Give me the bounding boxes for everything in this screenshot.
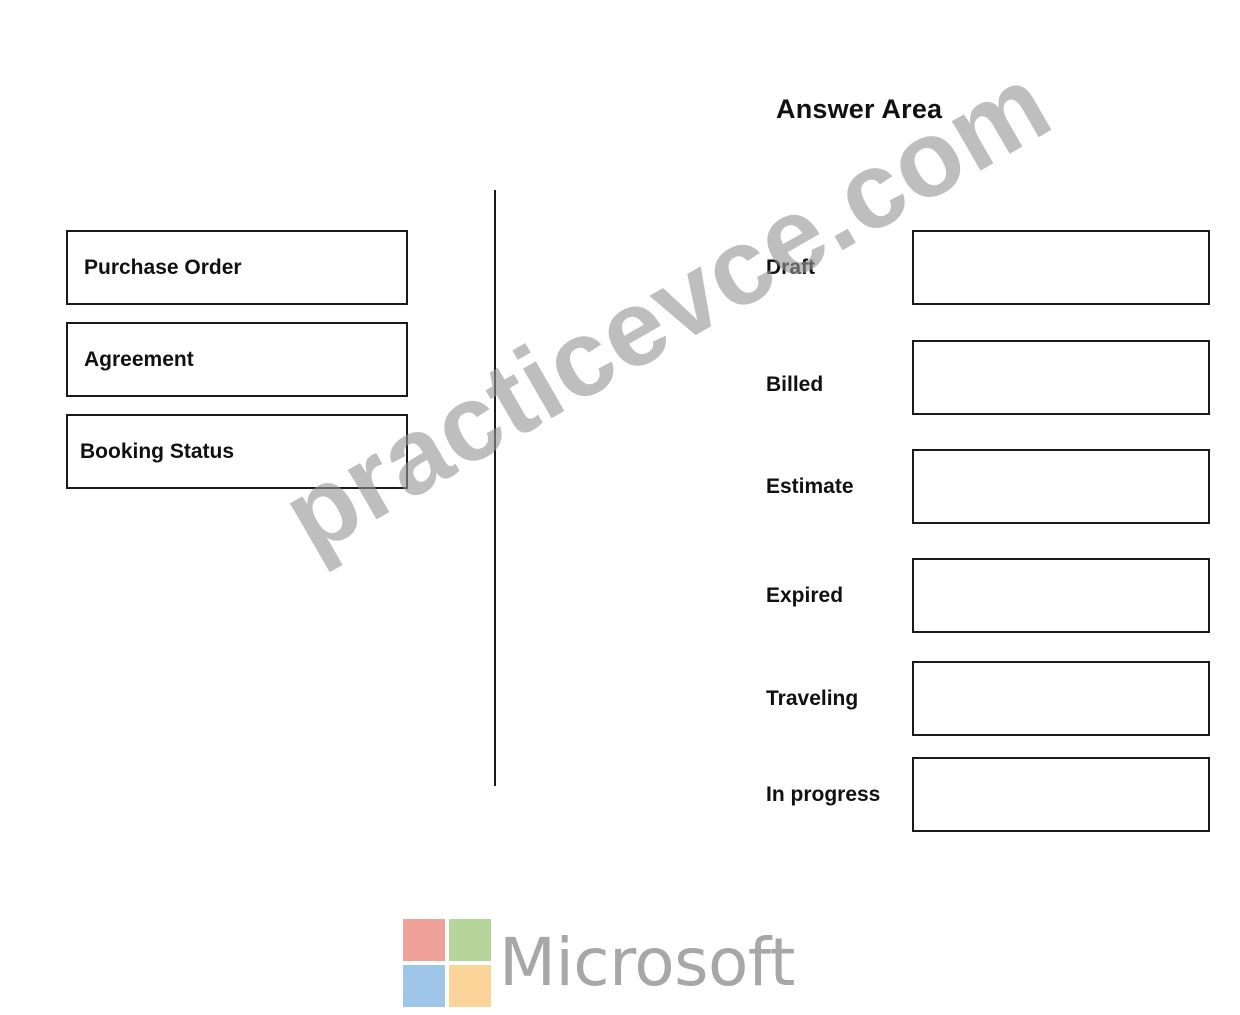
drop-slot-traveling[interactable] (912, 661, 1210, 736)
drop-slot-expired[interactable] (912, 558, 1210, 633)
microsoft-logo-icon (403, 919, 491, 1007)
answer-label-estimate: Estimate (766, 474, 854, 498)
microsoft-wordmark: Microsoft (499, 924, 795, 1001)
answer-row-draft: Draft (766, 230, 1210, 305)
answer-row-estimate: Estimate (766, 449, 1210, 524)
choice-label: Agreement (84, 347, 194, 371)
drop-slot-estimate[interactable] (912, 449, 1210, 524)
answer-label-traveling: Traveling (766, 686, 859, 710)
answer-row-expired: Expired (766, 558, 1210, 633)
choice-label: Booking Status (80, 439, 235, 463)
answer-label-in-progress: In progress (766, 782, 881, 806)
choice-agreement[interactable]: Agreement (66, 322, 408, 397)
choice-label: Purchase Order (84, 255, 242, 279)
answer-row-in-progress: In progress (766, 757, 1210, 832)
choice-purchase-order[interactable]: Purchase Order (66, 230, 408, 305)
answer-label-draft: Draft (766, 255, 816, 279)
answer-label-expired: Expired (766, 583, 844, 607)
choice-list: Purchase Order Agreement Booking Status (66, 230, 408, 506)
drop-slot-draft[interactable] (912, 230, 1210, 305)
choice-booking-status[interactable]: Booking Status (66, 414, 408, 489)
answer-label-billed: Billed (766, 373, 824, 396)
logo-square-red (403, 919, 445, 961)
microsoft-logo: Microsoft (403, 919, 795, 1007)
drop-slot-in-progress[interactable] (912, 757, 1210, 832)
answer-row-billed: Billed (766, 340, 1210, 415)
column-divider (494, 190, 496, 786)
logo-square-blue (403, 965, 445, 1007)
answer-area-title: Answer Area (776, 94, 943, 124)
drop-slot-billed[interactable] (912, 340, 1210, 415)
answer-row-traveling: Traveling (766, 661, 1210, 736)
logo-square-green (449, 919, 491, 961)
logo-square-yellow (449, 965, 491, 1007)
